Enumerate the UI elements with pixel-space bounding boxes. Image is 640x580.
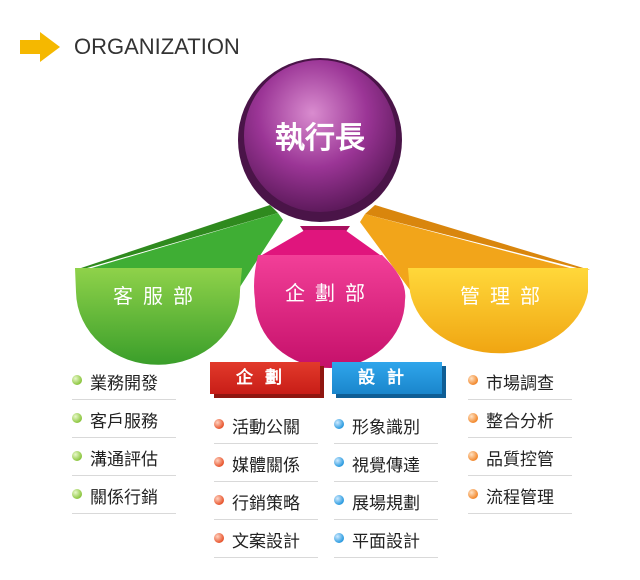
bullet-icon (334, 495, 344, 505)
dept-planning (254, 255, 406, 368)
design-list: 形象識別 視覺傳達 展場規劃 平面設計 (334, 406, 438, 558)
list-item: 展場規劃 (334, 482, 438, 520)
list-item: 關係行銷 (72, 476, 176, 514)
bullet-icon (72, 451, 82, 461)
dept-service (75, 268, 242, 365)
dept-service-label: 客服部 (113, 284, 203, 308)
bullet-icon (214, 457, 224, 467)
list-item: 流程管理 (468, 476, 572, 514)
planning-tag: 企劃 (210, 362, 320, 394)
ceo-label: 執行長 (275, 121, 366, 156)
list-item: 市場調查 (468, 362, 572, 400)
list-item: 品質控管 (468, 438, 572, 476)
bullet-icon (72, 375, 82, 385)
bullet-icon (468, 413, 478, 423)
arrow-right-icon (20, 32, 60, 62)
design-tag: 設計 (332, 362, 442, 394)
management-list: 市場調查 整合分析 品質控管 流程管理 (468, 362, 572, 514)
bullet-icon (468, 451, 478, 461)
list-item: 活動公關 (214, 406, 318, 444)
list-item: 媒體關係 (214, 444, 318, 482)
bullet-icon (468, 375, 478, 385)
list-item: 行銷策略 (214, 482, 318, 520)
bullet-icon (334, 419, 344, 429)
bullet-icon (214, 495, 224, 505)
dept-management-label: 管理部 (460, 284, 550, 308)
page-title: ORGANIZATION (74, 34, 240, 59)
bullet-icon (334, 533, 344, 543)
planning-list: 活動公關 媒體關係 行銷策略 文案設計 (214, 406, 318, 558)
list-item: 業務開發 (72, 362, 176, 400)
bullet-icon (72, 489, 82, 499)
dept-management (408, 268, 588, 354)
list-item: 溝通評估 (72, 438, 176, 476)
bullet-icon (72, 413, 82, 423)
list-item: 文案設計 (214, 520, 318, 558)
bullet-icon (214, 419, 224, 429)
bullet-icon (214, 533, 224, 543)
connector-planning-face (262, 230, 380, 255)
ceo-circle-inner (244, 60, 396, 212)
list-item: 整合分析 (468, 400, 572, 438)
list-item: 形象識別 (334, 406, 438, 444)
list-item: 客戶服務 (72, 400, 176, 438)
list-item: 視覺傳達 (334, 444, 438, 482)
connector-service (75, 205, 278, 270)
bullet-icon (468, 489, 478, 499)
connector-management-dark (365, 205, 590, 270)
bullet-icon (334, 457, 344, 467)
list-item: 平面設計 (334, 520, 438, 558)
service-list: 業務開發 客戶服務 溝通評估 關係行銷 (72, 362, 176, 514)
dept-planning-label: 企劃部 (285, 281, 375, 305)
